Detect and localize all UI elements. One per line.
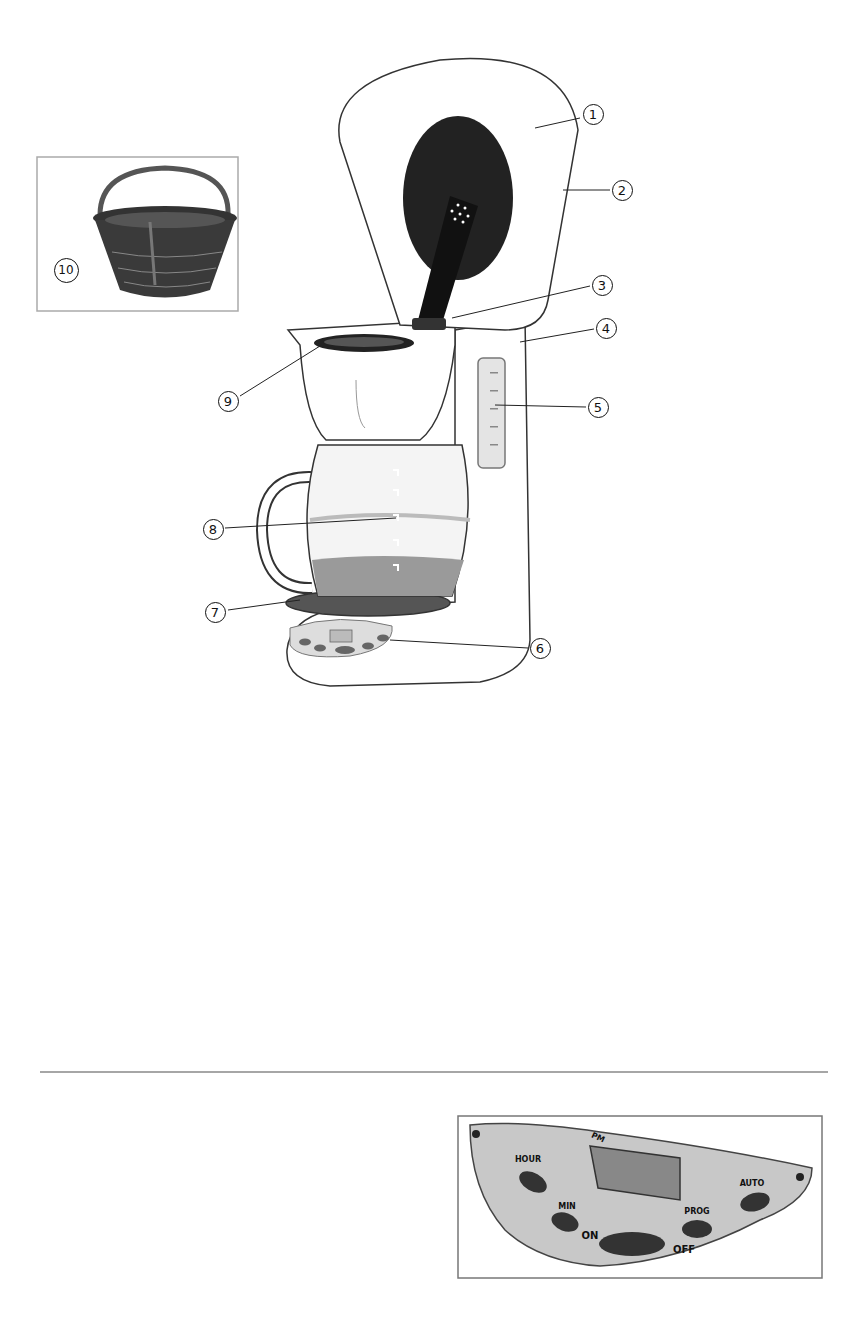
callout-number: 7 <box>205 602 226 623</box>
button-label: ON <box>582 1231 599 1241</box>
button-label: OFF <box>673 1245 695 1255</box>
callout-number: 3 <box>592 275 613 296</box>
panel-frame <box>458 1116 822 1278</box>
callout-number: 6 <box>530 638 551 659</box>
callout-number: 1 <box>583 104 604 125</box>
brew-basket <box>288 320 455 440</box>
inset-frame <box>37 157 238 311</box>
callout-number: 4 <box>596 318 617 339</box>
divider-rule <box>40 1071 828 1073</box>
control-panel <box>470 1124 812 1266</box>
button-label: HOUR <box>515 1156 541 1164</box>
callout-number: 10 <box>54 258 79 283</box>
leader-lines <box>225 118 610 648</box>
callout-number: 8 <box>203 519 224 540</box>
callout-number: 9 <box>218 391 239 412</box>
button-label: PROG <box>684 1208 709 1216</box>
callout-number: 5 <box>588 397 609 418</box>
button-label: AUTO <box>740 1180 765 1188</box>
button-label: MIN <box>558 1203 576 1211</box>
open-lid <box>339 58 578 330</box>
callout-number: 2 <box>612 180 633 201</box>
filter-basket <box>93 168 237 298</box>
coffee-maker-body <box>286 318 530 686</box>
glass-carafe <box>262 445 470 596</box>
